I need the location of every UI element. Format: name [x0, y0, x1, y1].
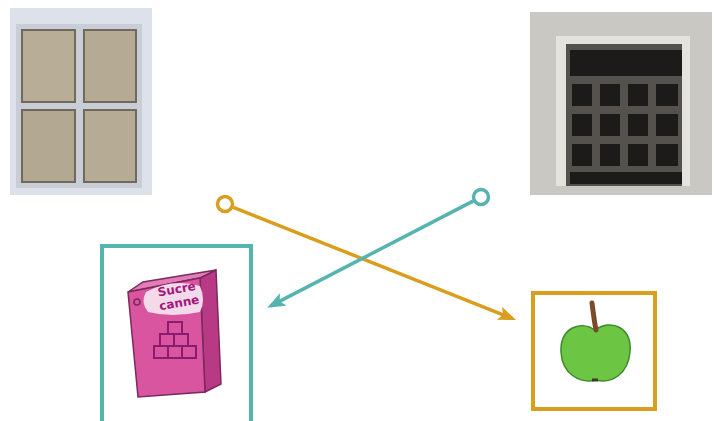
apple-drawing — [561, 303, 630, 381]
start-ring — [474, 190, 489, 205]
sugar-card: Sucre canne — [100, 244, 253, 421]
window-pane — [84, 30, 136, 102]
packet-text: Sucre canne — [148, 277, 208, 314]
apple-base — [592, 379, 598, 382]
arrow-connector — [233, 207, 512, 318]
packet-dot — [134, 299, 140, 305]
barred-window-photo — [530, 12, 712, 195]
connector-group — [271, 190, 489, 306]
connector-group — [218, 197, 513, 319]
sugar-cubes — [154, 322, 196, 358]
apple-stem — [592, 303, 596, 330]
window-pane — [22, 110, 75, 182]
window-opening — [566, 44, 682, 186]
apple-body — [561, 325, 630, 381]
arrow-connector — [271, 201, 473, 306]
window-pane — [84, 110, 136, 182]
window-sash — [16, 24, 142, 188]
window-frame — [10, 8, 152, 195]
stone-frame — [556, 36, 690, 186]
stone-wall — [530, 12, 712, 195]
start-ring — [218, 197, 233, 212]
sugar-packet-drawing — [128, 270, 221, 397]
apple-card — [531, 291, 657, 411]
window-pane — [22, 30, 75, 102]
bar-gaps — [570, 50, 682, 184]
window-photo — [10, 8, 152, 195]
barred-window-photo-art — [530, 12, 712, 195]
window-photo-art — [10, 8, 152, 195]
